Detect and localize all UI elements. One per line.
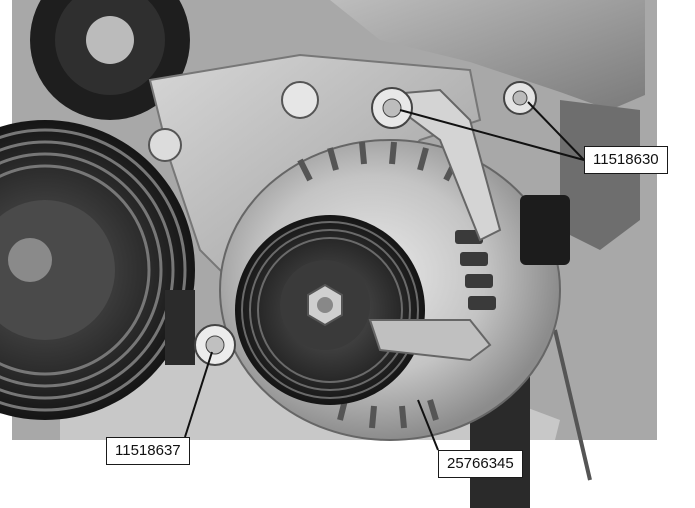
leader-line-upper-b	[527, 101, 585, 161]
alternator-shaft	[317, 297, 333, 313]
alternator-fins	[297, 141, 459, 429]
leader-line-upper-a	[399, 109, 585, 161]
crank-hub	[0, 200, 115, 340]
alternator-vents	[455, 230, 496, 310]
part-label-25766345: 25766345	[438, 450, 523, 478]
leader-line-lower-right	[417, 399, 439, 451]
bracket-bolt	[148, 128, 182, 162]
leader-line-lower-left	[184, 351, 213, 438]
crank-pulley-grooves	[0, 128, 187, 412]
connector-plug	[520, 195, 570, 265]
alternator-pulley-grooves	[241, 221, 419, 399]
upper-brace	[377, 88, 502, 242]
stand-rod	[553, 329, 592, 481]
alternator-arm	[368, 319, 492, 362]
idler-bolt	[86, 16, 134, 64]
bracket-bolt	[281, 81, 319, 119]
part-label-11518630: 11518630	[584, 146, 668, 174]
engine-block	[330, 0, 645, 110]
leader-lines	[184, 101, 585, 451]
bolt-upper-left	[371, 87, 413, 129]
engine-side	[560, 100, 640, 250]
crank-bolt	[8, 238, 52, 282]
bolt-upper-right	[503, 81, 537, 115]
sensor-bracket	[165, 290, 195, 365]
bolt-lower-left	[194, 324, 236, 366]
part-label-11518637: 11518637	[106, 437, 190, 465]
